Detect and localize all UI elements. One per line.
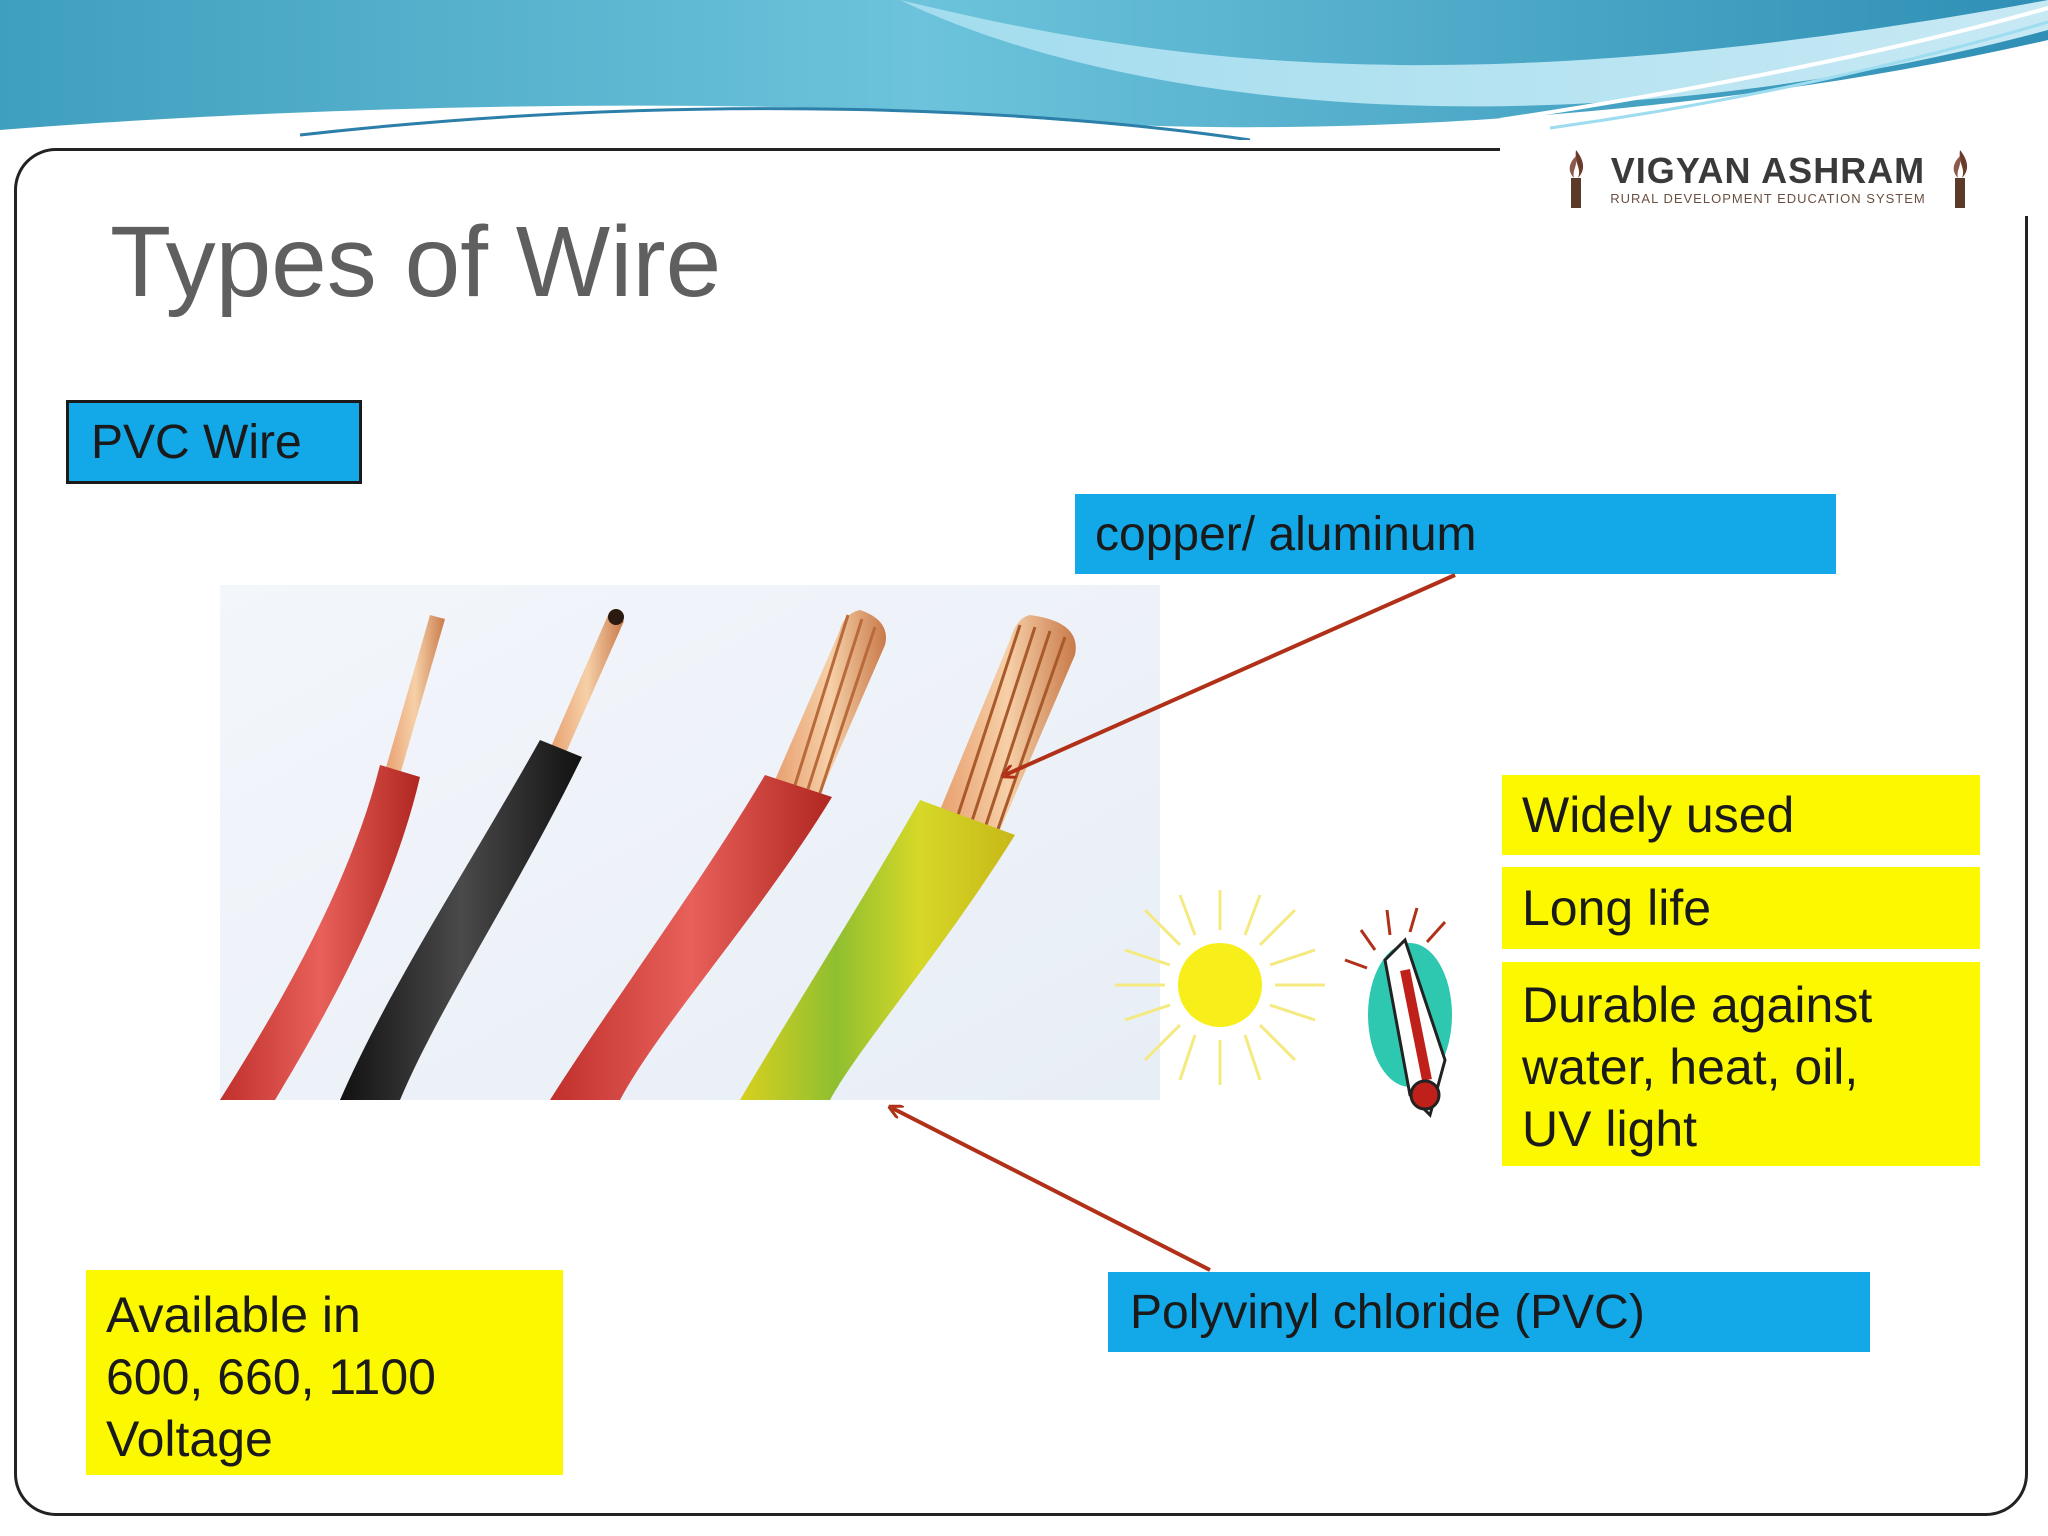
header-band (0, 0, 2048, 140)
vigyan-ashram-logo: VIGYAN ASHRAM RURAL DEVELOPMENT EDUCATIO… (1500, 142, 2036, 216)
sun-icon (1115, 890, 1325, 1085)
property-durability: Durable against water, heat, oil, UV lig… (1502, 962, 1980, 1166)
slide-title: Types of Wire (110, 206, 722, 318)
availability-box: Available in 600, 660, 1100 Voltage (86, 1270, 563, 1475)
wire-type-label: PVC Wire (66, 400, 362, 484)
insulation-label: Polyvinyl chloride (PVC) (1108, 1272, 1870, 1352)
red-solid-wire (220, 615, 445, 1100)
durability-line: water, heat, oil, (1522, 1039, 1859, 1095)
logo-tagline: RURAL DEVELOPMENT EDUCATION SYSTEM (1610, 191, 1926, 206)
durability-line: Durable against (1522, 977, 1873, 1033)
heat-illustration (1115, 890, 1452, 1118)
torch-emblem-icon (1953, 150, 1967, 208)
durability-line: UV light (1522, 1101, 1698, 1157)
black-solid-wire (340, 609, 624, 1100)
conductor-label: copper/ aluminum (1075, 494, 1836, 574)
torch-emblem-icon (1569, 150, 1584, 208)
logo-name: VIGYAN ASHRAM (1610, 150, 1926, 191)
red-stranded-wire (550, 610, 886, 1100)
availability-line: 600, 660, 1100 (106, 1349, 436, 1405)
property-long-life: Long life (1502, 867, 1980, 949)
availability-line: Voltage (106, 1411, 273, 1467)
wire-photo (220, 585, 1160, 1100)
availability-line: Available in (106, 1287, 361, 1343)
thermometer-icon (1344, 907, 1452, 1118)
property-widely-used: Widely used (1502, 775, 1980, 855)
